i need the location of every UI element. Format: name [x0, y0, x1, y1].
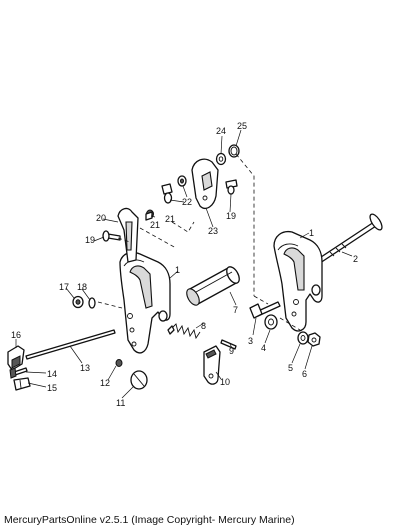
part-25-ring [228, 144, 240, 158]
callout-5: 5 [288, 363, 293, 373]
left-clamp-bracket [119, 251, 171, 354]
part-19-bolt-right [225, 179, 238, 195]
part-16-handle [7, 345, 25, 371]
callout-25: 25 [237, 121, 247, 131]
callout-3: 3 [248, 336, 253, 346]
callout-14: 14 [47, 369, 57, 379]
callout-7: 7 [233, 305, 238, 315]
part-15-clip [13, 377, 31, 391]
part-17-nut [72, 295, 84, 309]
callout-16: 16 [11, 330, 21, 340]
part-22-washer [177, 175, 187, 187]
callout-12: 12 [100, 378, 110, 388]
part-5-washer [297, 331, 309, 345]
callout-4: 4 [261, 343, 266, 353]
part-20-plate [117, 207, 139, 263]
part-9-pin [220, 339, 237, 350]
callout-19-left: 19 [85, 235, 95, 245]
callout-21-right: 21 [165, 214, 175, 224]
part-21-knob-right [161, 183, 173, 204]
part-12-nut [115, 359, 123, 367]
callout-20: 20 [96, 213, 106, 223]
callout-labels: 1 1 2 3 4 5 6 7 8 9 10 11 12 13 14 15 16… [11, 121, 358, 408]
part-8-spring [167, 323, 201, 340]
part-23-cam-lever [191, 158, 219, 210]
callout-15: 15 [47, 383, 57, 393]
assembly-line-5 [171, 221, 195, 233]
callout-18: 18 [77, 282, 87, 292]
assembly-line-2 [139, 227, 177, 249]
assembly-line-3 [117, 237, 131, 243]
part-4-washer [264, 314, 278, 330]
callout-1-left: 1 [175, 265, 180, 275]
part-21-knob-left [145, 209, 154, 221]
callout-6: 6 [302, 369, 307, 379]
part-2-long-bolt [311, 213, 383, 268]
callout-11: 11 [116, 398, 125, 408]
callout-21-left: 21 [150, 220, 160, 230]
part-13-rod [25, 329, 116, 360]
assembly-line-6 [253, 295, 269, 305]
assembly-line-7 [279, 317, 301, 331]
callout-19-right: 19 [226, 211, 236, 221]
callout-8: 8 [201, 321, 206, 331]
assembly-line-4 [97, 301, 123, 309]
part-24-washer [215, 152, 227, 166]
part-14-screw [9, 367, 28, 379]
callout-9: 9 [229, 346, 234, 356]
part-6-nut [307, 332, 321, 347]
callout-22: 22 [182, 197, 192, 207]
callout-1-right: 1 [309, 228, 314, 238]
part-18-washer [88, 297, 96, 309]
callout-13: 13 [80, 363, 90, 373]
callout-23: 23 [208, 226, 218, 236]
assembly-line-1 [235, 153, 255, 296]
callout-24: 24 [216, 126, 226, 136]
part-10-lever [203, 345, 221, 385]
callout-2: 2 [353, 254, 358, 264]
part-19-bolt-left [102, 230, 121, 242]
part-7-cylinder [186, 266, 240, 306]
right-clamp-bracket [273, 230, 323, 332]
leader-lines [15, 129, 353, 399]
part-3-bolt [249, 301, 281, 319]
callout-10: 10 [220, 377, 230, 387]
part-11-disc [130, 370, 148, 390]
callout-17: 17 [59, 282, 69, 292]
copyright-caption: MercuryPartsOnline v2.5.1 (Image Copyrig… [4, 514, 295, 526]
